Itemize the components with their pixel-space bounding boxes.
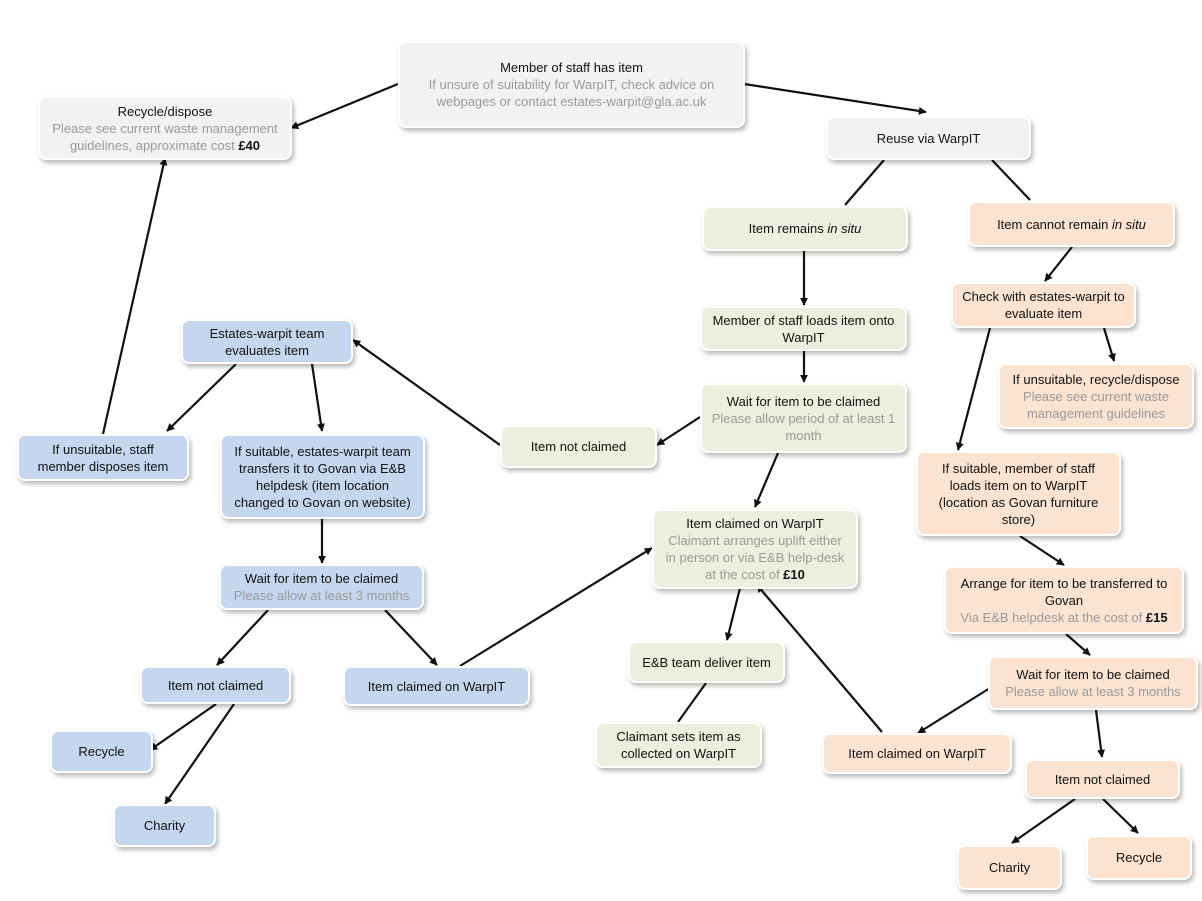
wait-1month-node: Wait for item to be claimed Please allow… (700, 383, 907, 453)
arrow-wait-to-claimed-blue (384, 609, 438, 666)
arrow-check-to-unsuitable (1102, 327, 1116, 362)
wait-peach-sub: Please allow at least 3 months (1005, 684, 1181, 699)
arrow-wait-to-not-claimed-peach (1094, 709, 1106, 758)
estates-eval-title: Estates-warpit team evaluates item (209, 325, 325, 358)
loads-item-node: Member of staff loads item onto WarpIT (700, 306, 907, 351)
wait-1month-title: Wait for item to be claimed (726, 393, 881, 409)
in-situ-node: Item remains in situ (702, 206, 908, 251)
start-title: Member of staff has item (500, 60, 643, 75)
wait-blue-title: Wait for item to be claimed (244, 571, 399, 586)
unsuitable-recycle-sub: Please see current waste management guid… (1023, 388, 1169, 421)
arrow-wait-to-not-claimed-blue (216, 609, 269, 666)
arrange-transfer-cost: £15 (1145, 609, 1168, 625)
not-in-situ-node: Item cannot remain in situ (968, 201, 1175, 247)
arrow-suitable-to-arrange (1019, 535, 1065, 566)
recycle-peach-node: Recycle (1086, 835, 1192, 880)
arrange-transfer-node: Arrange for item to be transferred to Go… (944, 566, 1184, 634)
arrow-not-claimed-to-recycle-peach (1102, 798, 1139, 834)
charity-blue-node: Charity (113, 804, 216, 847)
arrow-wait-to-claimed (753, 452, 780, 508)
eb-deliver-title: E&B team deliver item (642, 654, 771, 670)
claimed-green-sub: Claimant arranges uplift either in perso… (665, 533, 845, 582)
arrow-wait-to-not-claimed (656, 416, 701, 446)
not-claimed-green-title: Item not claimed (530, 439, 627, 454)
arrow-start-to-recycle (290, 82, 399, 130)
line-reuse-to-in-situ (844, 159, 885, 206)
wait-1month-sub: Please allow period of at least 1 month (711, 410, 896, 443)
not-claimed-blue-node: Item not claimed (140, 666, 291, 704)
arrow-start-to-reuse (743, 82, 927, 115)
arrow-estates-to-unsuitable (166, 363, 237, 432)
unsuitable-recycle-title: If unsuitable, recycle/dispose (1012, 371, 1180, 387)
not-claimed-blue-title: Item not claimed (167, 677, 264, 693)
claimed-green-title: Item claimed on WarpIT (686, 516, 824, 531)
arrange-transfer-title: Arrange for item to be transferred to Go… (960, 575, 1168, 608)
not-claimed-peach-node: Item not claimed (1025, 759, 1180, 799)
reuse-node: Reuse via WarpIT (826, 116, 1031, 160)
charity-peach-node: Charity (957, 845, 1062, 890)
claimed-green-node: Item claimed on WarpIT Claimant arranges… (652, 509, 858, 589)
recycle-dispose-node: Recycle/dispose Please see current waste… (38, 96, 292, 160)
check-estates-title: Check with estates-warpit to evaluate it… (962, 289, 1125, 321)
unsuitable-staff-title: If unsuitable, staff member disposes ite… (37, 441, 169, 474)
wait-blue-node: Wait for item to be claimed Please allow… (219, 564, 424, 610)
arrow-not-claimed-to-estates (352, 339, 501, 446)
line-eb-to-claimant (677, 682, 707, 723)
suitable-staff-node: If suitable, member of staff loads item … (916, 451, 1121, 536)
recycle-blue-title: Recycle (78, 744, 125, 759)
arrow-check-to-suitable (955, 327, 992, 451)
wait-peach-node: Wait for item to be claimed Please allow… (988, 656, 1198, 710)
claimed-green-cost: £10 (783, 567, 805, 582)
arrow-not-claimed-to-charity (164, 703, 235, 805)
recycle-dispose-title: Recycle/dispose (117, 103, 213, 119)
arrow-not-claimed-to-recycle (149, 703, 217, 751)
arrow-unsuitable-to-recycle (101, 157, 168, 435)
check-estates-node: Check with estates-warpit to evaluate it… (951, 282, 1136, 328)
claimed-blue-title: Item claimed on WarpIT (367, 678, 506, 694)
arrow-not-in-situ-to-check (1044, 246, 1073, 282)
in-situ-label: Item remains in situ (748, 221, 862, 236)
claimed-blue-node: Item claimed on WarpIT (343, 666, 530, 706)
wait-peach-title: Wait for item to be claimed (1016, 667, 1170, 682)
arrow-wait-to-claimed-peach (917, 687, 991, 734)
recycle-dispose-sub: Please see current waste management guid… (52, 120, 278, 153)
charity-peach-title: Charity (988, 860, 1031, 875)
arrow-claimed-to-eb (724, 587, 742, 641)
start-node: Member of staff has item If unsure of su… (398, 41, 745, 128)
claimant-sets-node: Claimant sets item as collected on WarpI… (595, 722, 762, 768)
arrow-estates-to-suitable (310, 363, 325, 432)
arrow-not-claimed-to-charity-peach (1011, 798, 1076, 844)
claimant-sets-title: Claimant sets item as collected on WarpI… (616, 729, 741, 761)
suitable-estates-node: If suitable, estates-warpit team transfe… (220, 434, 425, 519)
wait-blue-sub: Please allow at least 3 months (233, 588, 410, 603)
charity-blue-title: Charity (143, 818, 186, 833)
arrow-claimed-blue-to-claimed-green (459, 547, 653, 667)
claimed-peach-title: Item claimed on WarpIT (848, 746, 986, 761)
unsuitable-staff-node: If unsuitable, staff member disposes ite… (17, 434, 189, 481)
recycle-dispose-cost: £40 (238, 137, 261, 153)
recycle-peach-title: Recycle (1115, 850, 1163, 865)
claimed-peach-node: Item claimed on WarpIT (822, 733, 1012, 774)
loads-item-title: Member of staff loads item onto WarpIT (712, 312, 895, 345)
arrange-transfer-sub: Via E&B helpdesk at the cost of £15 (960, 609, 1168, 625)
not-claimed-green-node: Item not claimed (500, 425, 657, 468)
line-reuse-to-not-in-situ (991, 159, 1031, 201)
recycle-blue-node: Recycle (50, 730, 153, 773)
arrow-arrange-to-wait (1065, 633, 1091, 656)
suitable-staff-title: If suitable, member of staff loads item … (938, 460, 1099, 527)
unsuitable-recycle-node: If unsuitable, recycle/dispose Please se… (998, 363, 1194, 429)
suitable-estates-title: If suitable, estates-warpit team transfe… (234, 443, 411, 510)
estates-eval-node: Estates-warpit team evaluates item (181, 319, 353, 364)
not-claimed-peach-title: Item not claimed (1054, 771, 1151, 787)
reuse-title: Reuse via WarpIT (876, 130, 981, 146)
eb-deliver-node: E&B team deliver item (628, 641, 785, 683)
not-in-situ-label: Item cannot remain in situ (997, 216, 1146, 232)
arrow-claimed-peach-to-claimed-green (756, 584, 883, 733)
start-sub: If unsure of suitability for WarpIT, che… (428, 77, 715, 109)
